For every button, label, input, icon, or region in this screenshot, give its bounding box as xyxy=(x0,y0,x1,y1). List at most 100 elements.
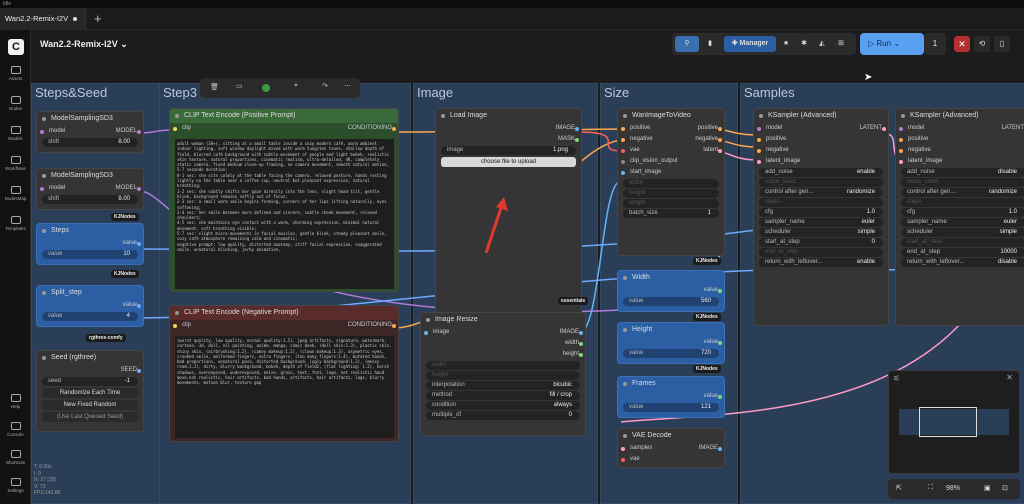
output-conditioning[interactable]: CONDITIONING xyxy=(347,322,392,328)
sidebar-item-nodesmap[interactable]: NodesMap xyxy=(0,186,31,201)
sidebar-item-workflows[interactable]: Workflows xyxy=(0,156,31,171)
input-positive[interactable]: positive xyxy=(908,136,929,142)
noise-seed-widget[interactable]: noise_seed xyxy=(901,178,1024,187)
sidebar-item-help[interactable]: Help xyxy=(0,394,31,409)
cancel-close-icon[interactable]: ✕ xyxy=(954,36,970,52)
start-at-step-widget[interactable]: start_at_step xyxy=(901,238,1024,247)
return-with-leftover-widget[interactable]: return_with_leftover...disable xyxy=(901,258,1024,267)
minimap-viewport[interactable] xyxy=(919,407,977,437)
width-widget[interactable]: width xyxy=(426,361,580,370)
sidebar-item-console[interactable]: Console xyxy=(0,422,31,437)
output-value[interactable]: value xyxy=(122,302,137,308)
input-clip[interactable]: clip xyxy=(182,322,192,328)
cube-icon[interactable]: ◭ xyxy=(819,40,825,47)
negative-prompt-textarea[interactable]: (worst quality, low quality, normal qual… xyxy=(175,336,394,438)
workflow-name-dropdown[interactable]: Wan2.2-Remix-I2V ⌄ xyxy=(40,39,128,50)
graph-canvas[interactable]: Steps&Seed Step3 P Image Size Samples Mo… xyxy=(31,30,1024,504)
output-image[interactable]: IMAGE xyxy=(559,329,579,335)
noise-seed-widget[interactable]: noise_seed xyxy=(759,178,883,187)
comfy-logo[interactable]: C xyxy=(8,39,24,55)
randomize-each-time-button[interactable]: Randomize Each Time xyxy=(42,388,138,398)
output-image[interactable]: IMAGE xyxy=(555,125,575,131)
output-model[interactable]: MODEL xyxy=(115,185,137,191)
output-latent[interactable]: LATENT xyxy=(859,125,882,131)
positive-prompt-textarea[interactable]: adult woman (30+), sitting at a small ta… xyxy=(175,139,394,289)
output-model[interactable]: MODEL xyxy=(115,128,137,134)
choose-file-button[interactable]: choose file to upload xyxy=(441,157,576,167)
input-negative[interactable]: negative xyxy=(908,147,931,153)
output-positive[interactable]: positive xyxy=(697,125,718,131)
color-picker-icon[interactable] xyxy=(262,84,270,92)
input-latent-image[interactable]: latent_image xyxy=(908,158,943,164)
bike-icon[interactable]: ⚲ xyxy=(675,36,699,52)
input-negative[interactable]: negative xyxy=(630,136,653,142)
width-widget[interactable]: width xyxy=(623,179,719,188)
sidebar-item-models[interactable]: Models xyxy=(0,126,31,141)
redo-icon[interactable]: ↷ xyxy=(322,83,328,90)
trash-icon[interactable]: 🗑 xyxy=(210,84,219,91)
control-after-generate-widget[interactable]: control after gen...randomize xyxy=(759,188,883,197)
height-widget[interactable]: height xyxy=(623,189,719,198)
queue-panel-icon[interactable]: ▯ xyxy=(994,36,1010,52)
output-height[interactable]: height xyxy=(562,351,579,357)
sidebar-item-settings[interactable]: Settings xyxy=(0,478,31,493)
input-image[interactable]: image xyxy=(433,329,450,335)
new-fixed-random-button[interactable]: New Fixed Random xyxy=(42,400,138,410)
return-with-leftover-widget[interactable]: return_with_leftover...enable xyxy=(759,258,883,267)
star-icon[interactable]: ★ xyxy=(782,40,790,47)
sidebar-item-assets[interactable]: Assets xyxy=(0,66,31,81)
input-model[interactable]: model xyxy=(908,125,925,131)
sidebar-item-templates[interactable]: Templates xyxy=(0,216,31,231)
more-icon[interactable]: ⋯ xyxy=(344,83,351,90)
history-icon[interactable]: ⟲ xyxy=(974,36,990,52)
grid-icon[interactable]: ⊞ xyxy=(838,40,844,47)
output-latent[interactable]: LATENT xyxy=(1001,125,1024,131)
minimap-close-icon[interactable]: ✕ xyxy=(1006,373,1013,382)
output-seed[interactable]: SEED xyxy=(120,367,137,373)
new-tab-plus-icon[interactable]: + xyxy=(94,11,102,26)
end-at-step-widget[interactable]: end_at_step xyxy=(759,248,883,257)
input-vae[interactable]: vae xyxy=(630,147,640,153)
minimap[interactable]: ⚟ ✕ xyxy=(888,370,1020,474)
steps-widget[interactable]: steps xyxy=(901,198,1024,207)
input-clip-vision[interactable]: clip_vision_output xyxy=(630,158,678,164)
map-toggle-icon[interactable]: ▣ xyxy=(984,485,991,492)
input-start-image[interactable]: start_image xyxy=(630,169,662,175)
link-visibility-icon[interactable]: ⊡ xyxy=(1002,485,1008,492)
output-image[interactable]: IMAGE xyxy=(698,445,718,451)
tab-workflow[interactable]: Wan2.2-Remix-I2V xyxy=(0,8,86,30)
seed-widget[interactable]: seed-1 xyxy=(42,377,138,386)
pin-icon[interactable]: ⌖ xyxy=(294,82,298,89)
run-button[interactable]: ▷ Run ⌄ xyxy=(860,33,924,55)
input-model[interactable]: model xyxy=(766,125,783,131)
run-count-input[interactable]: 1 xyxy=(924,33,946,55)
